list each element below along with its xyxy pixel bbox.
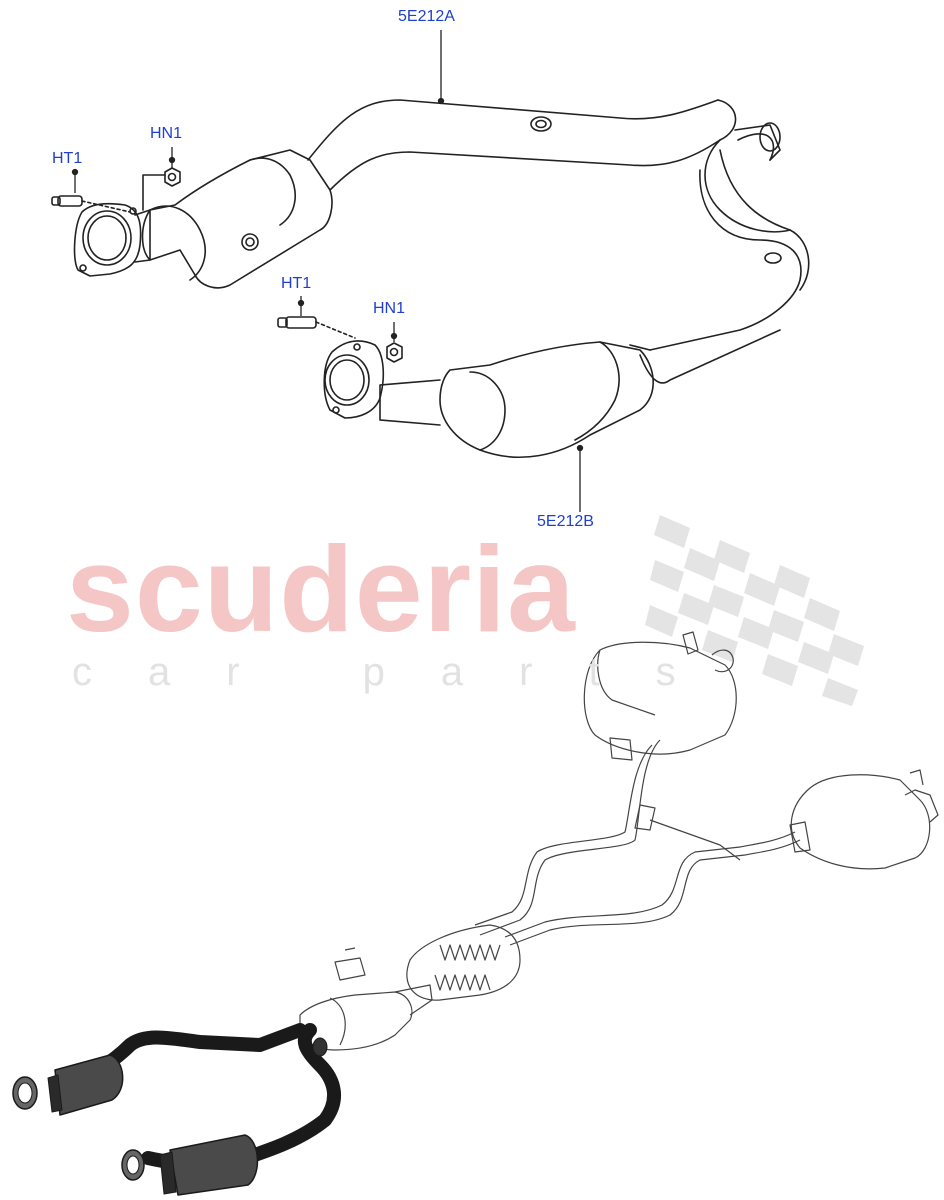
bottom-left-catalytic	[54, 1054, 124, 1116]
ht1-sensor-right	[277, 316, 356, 339]
front-pipe-assembly	[51, 99, 810, 458]
right-catalytic-converter	[439, 341, 654, 458]
rear-silencer-upper	[583, 641, 737, 755]
callout-hn1-left[interactable]: HN1	[150, 125, 183, 142]
rear-silencer-lower	[790, 774, 931, 870]
watermark-brand: scuderia	[66, 521, 576, 657]
pipe-5e212a-outline	[307, 99, 721, 191]
left-flange	[73, 202, 142, 277]
watermark-tagline: car parts	[72, 650, 732, 694]
highlighted-front-pipe	[12, 1023, 342, 1196]
callout-ht1-left[interactable]: HT1	[52, 150, 83, 167]
callout-5e212a[interactable]: 5E212A	[398, 8, 455, 25]
hn1-nut-right	[386, 342, 403, 363]
callout-leaders	[71, 30, 584, 512]
left-catalytic-converter	[141, 149, 333, 289]
ht1-sensor-left	[51, 195, 131, 213]
center-resonator	[406, 924, 521, 1001]
callout-ht1-right[interactable]: HT1	[281, 275, 312, 292]
right-flange	[323, 340, 385, 419]
full-exhaust-system	[299, 631, 939, 1051]
callout-5e212b[interactable]: 5E212B	[537, 513, 594, 530]
bottom-right-catalytic	[169, 1134, 259, 1196]
callout-hn1-right[interactable]: HN1	[373, 300, 406, 317]
hn1-nut-left	[164, 167, 181, 187]
checkered-flag-watermark	[645, 515, 864, 706]
